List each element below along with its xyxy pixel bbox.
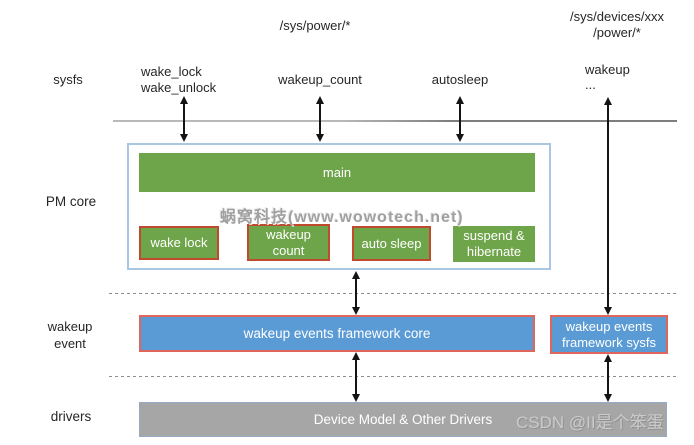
arrow-head-up-icon (179, 96, 188, 104)
module-box-auto-sleep: auto sleep (352, 226, 431, 261)
arrow-head-down-icon (603, 394, 612, 402)
node-label-wakeup: wakeup ... (585, 62, 630, 92)
arrow-head-up-icon (603, 354, 612, 362)
path-label-sys-power: /sys/power/* (279, 18, 351, 33)
drivers-box: Device Model & Other Drivers (139, 402, 667, 437)
dashed-divider-2 (109, 376, 676, 378)
watermark-wowotech: 蜗窝科技(www.wowotech.net) (220, 209, 464, 226)
arrow-shaft (607, 360, 609, 396)
module-box-wake-lock: wake lock (139, 226, 219, 260)
arrow-head-up-icon (351, 352, 360, 360)
arrow-head-up-icon (351, 271, 360, 279)
node-label-wake-lock-line2: wake_unlock (141, 80, 217, 95)
node-label-wake-lock-line1: wake_lock (141, 64, 202, 79)
arrow-head-down-icon (179, 134, 188, 142)
row-label-wakeup-event-line2: event (54, 336, 86, 351)
row-label-wakeup-event: wakeup event (48, 318, 93, 352)
arrow-head-down-icon (351, 307, 360, 315)
node-label-wakeup-count: wakeup_count (278, 72, 362, 87)
dashed-divider-1 (109, 293, 676, 295)
path-label-sys-devices-line1: /sys/devices/xxx (570, 9, 664, 24)
node-label-wake-lock: wake_lock wake_unlock (141, 64, 216, 96)
row-label-sysfs: sysfs (53, 72, 83, 87)
wakeup-framework-sysfs-box: wakeup events framework sysfs (550, 315, 668, 354)
module-box-wakeup-count: wakeup count (247, 224, 330, 261)
row-label-drivers: drivers (50, 409, 92, 424)
row-label-pm-core: PM core (45, 194, 97, 209)
arrow-down-icon (455, 134, 464, 142)
watermark-csdn: CSDN @II是个笨蛋 (516, 413, 664, 432)
arrow-shaft (319, 102, 321, 136)
path-label-sys-devices: /sys/devices/xxx /power/* (570, 9, 664, 41)
row-label-wakeup-event-line1: wakeup (47, 319, 93, 334)
main-box: main (139, 153, 535, 192)
arrow-head-down-icon (603, 307, 612, 315)
wakeup-framework-core-box: wakeup events framework core (139, 315, 535, 352)
arrow-head-up-icon (315, 96, 324, 104)
arrow-head-down-icon (315, 134, 324, 142)
arrow-head-up-icon (455, 96, 464, 104)
node-label-wakeup-ellipsis: ... (585, 77, 596, 92)
arrow-shaft (607, 103, 609, 309)
node-label-wakeup-line1: wakeup (585, 62, 630, 77)
sysfs-boundary-line (113, 120, 677, 122)
arrow-shaft (183, 102, 185, 136)
module-box-suspend-hibernate: suspend & hibernate (453, 226, 535, 262)
arrow-head-down-icon (351, 394, 360, 402)
arrow-shaft (355, 358, 357, 396)
node-label-autosleep: autosleep (431, 72, 489, 87)
arrow-shaft (355, 277, 357, 309)
path-label-sys-devices-line2: /power/* (593, 25, 641, 40)
arrow-shaft (459, 102, 461, 136)
arrow-head-up-icon (603, 97, 612, 105)
